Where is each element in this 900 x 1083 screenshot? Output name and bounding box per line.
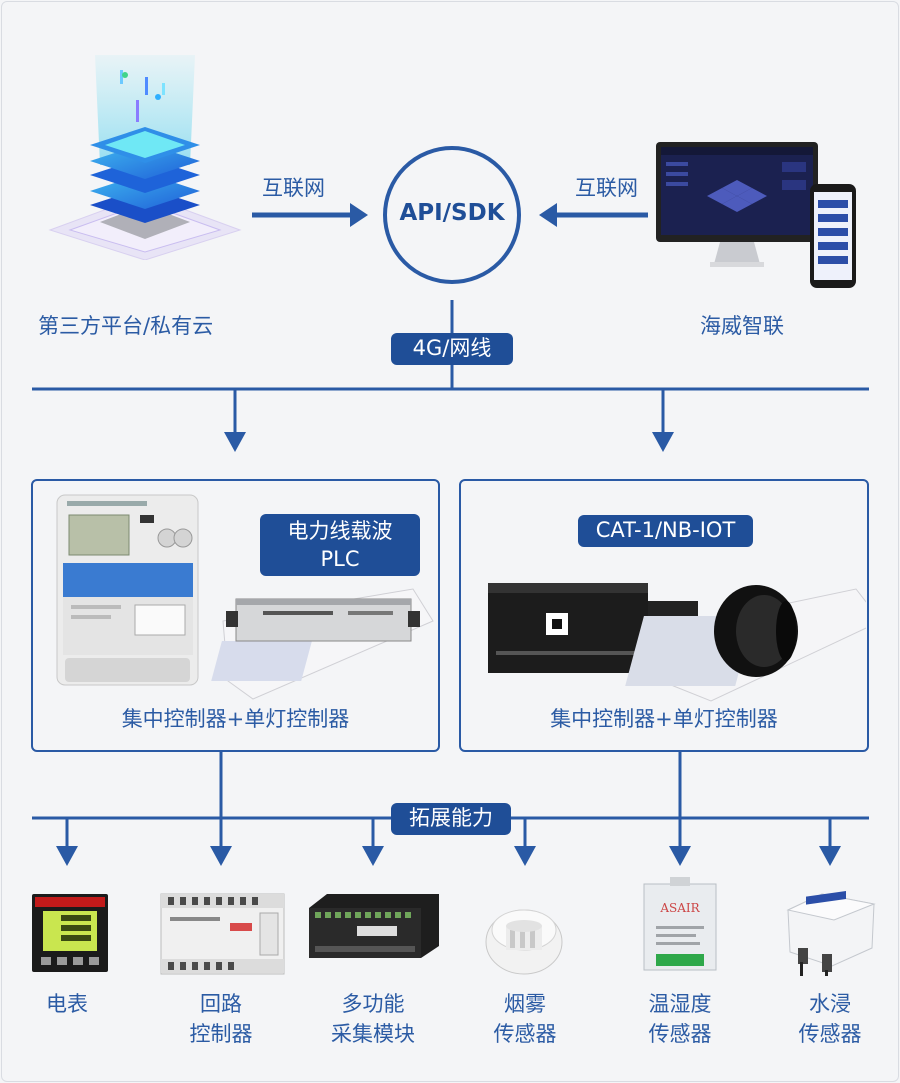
device-label-water: 水浸 传感器 <box>780 989 880 1049</box>
plc-tag-line1: 电力线载波 <box>287 519 393 543</box>
device-line1: 烟雾 <box>504 992 546 1016</box>
monitor-phone-icon <box>656 142 856 288</box>
arrow-to-cat1-box <box>652 432 674 452</box>
cloud-platform-icon <box>48 55 242 260</box>
plc-tag: 电力线载波 PLC <box>260 514 420 576</box>
device-line1: 回路 <box>200 992 242 1016</box>
device-label-meter: 电表 <box>17 989 117 1019</box>
device-label-loop: 回路 控制器 <box>171 989 271 1049</box>
api-sdk-circle <box>383 146 521 284</box>
right-link-label: 互联网 <box>575 176 638 200</box>
concentrator-meter-icon <box>56 494 199 686</box>
left-internet-arrowhead <box>350 203 368 227</box>
cat1-box: CAT-1/NB-IOT 集中控制器+单灯控制器 <box>459 479 869 752</box>
device-line1: 电表 <box>46 992 88 1016</box>
device-line1: 温湿度 <box>648 992 712 1016</box>
left-node-label: 第三方平台/私有云 <box>38 314 214 338</box>
smoke-detector-icon <box>485 909 563 975</box>
water-immersion-sensor-icon <box>786 891 876 976</box>
device-line1: 多功能 <box>341 992 405 1016</box>
arrow-to-water <box>819 846 841 866</box>
single-lamp-controller-icon <box>211 588 434 700</box>
right-internet-arrowhead <box>539 203 557 227</box>
left-link-label: 互联网 <box>262 176 325 200</box>
plc-caption: 集中控制器+单灯控制器 <box>121 707 350 731</box>
cat1-caption: 集中控制器+单灯控制器 <box>550 707 778 731</box>
arrow-to-smoke <box>514 846 536 866</box>
arrow-to-meter <box>56 846 78 866</box>
arrow-to-loop <box>210 846 232 866</box>
device-label-smoke: 烟雾 传感器 <box>475 989 575 1049</box>
right-node-label: 海威智联 <box>700 314 784 338</box>
asair-logo: ASAIR <box>659 901 700 915</box>
device-line2: 控制器 <box>189 1022 253 1046</box>
device-line2: 传感器 <box>493 1022 557 1046</box>
device-line1: 水浸 <box>809 992 851 1016</box>
loop-controller-icon <box>160 893 285 975</box>
plc-box: 电力线载波 PLC 集中控制器+单灯控制器 <box>31 479 440 752</box>
arrow-to-humidity <box>669 846 691 866</box>
cat1-controller-icon <box>488 583 866 702</box>
api-sdk-label: API/SDK <box>399 200 505 226</box>
device-label-humidity: 温湿度 传感器 <box>630 989 730 1049</box>
device-line2: 传感器 <box>798 1022 862 1046</box>
bus-tag: 拓展能力 <box>391 803 511 835</box>
temperature-humidity-sensor-icon: ASAIR <box>643 877 717 971</box>
device-line2: 传感器 <box>648 1022 712 1046</box>
plc-tag-line2: PLC <box>320 547 360 571</box>
trunk-tag: 4G/网线 <box>391 333 513 365</box>
device-label-multi: 多功能 采集模块 <box>318 989 428 1049</box>
energy-meter-icon <box>32 894 108 972</box>
arrow-to-plc-box <box>224 432 246 452</box>
device-line2: 采集模块 <box>331 1022 415 1046</box>
arrow-to-multi <box>362 846 384 866</box>
cat1-tag: CAT-1/NB-IOT <box>578 515 753 547</box>
multi-function-module-icon <box>309 894 439 958</box>
